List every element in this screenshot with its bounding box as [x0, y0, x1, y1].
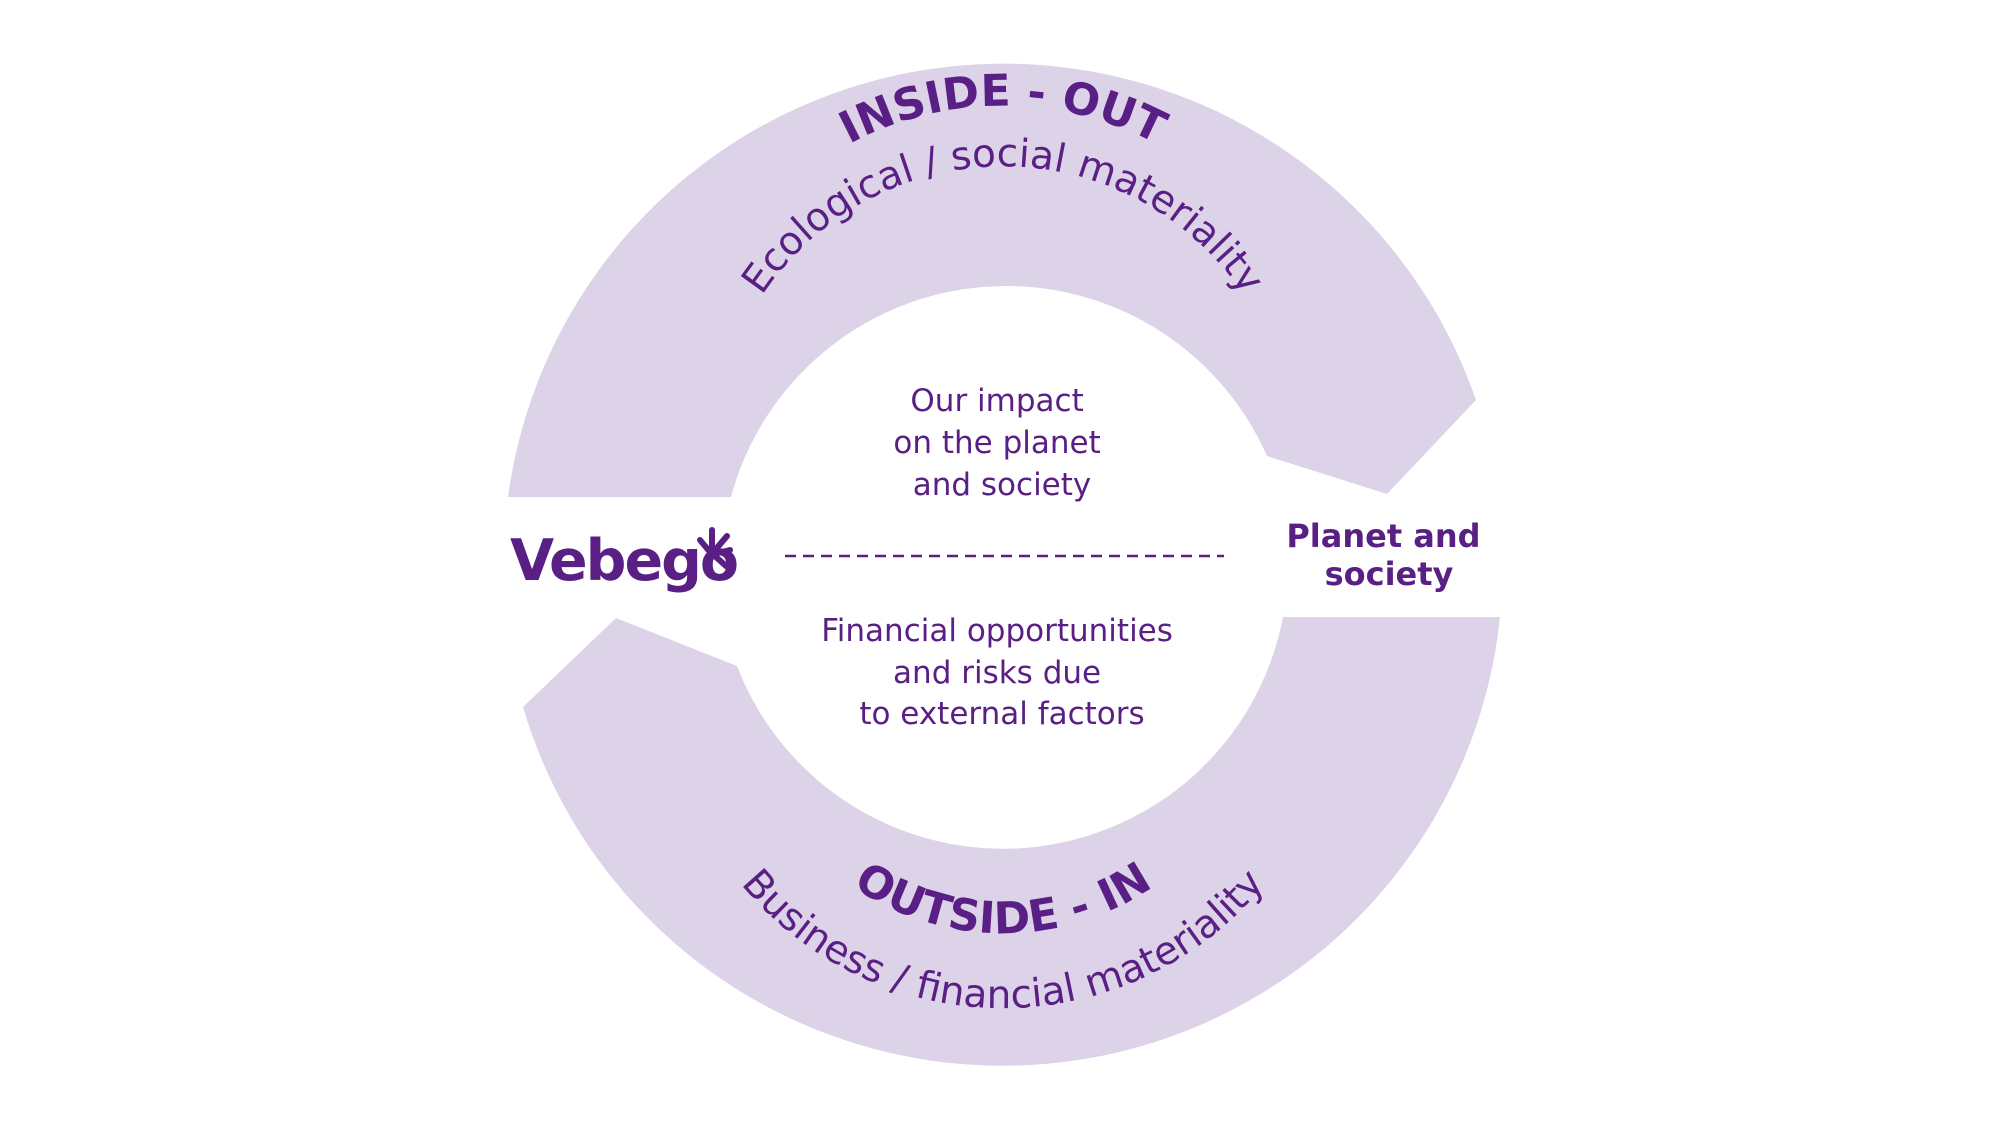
inside-out-ring-segment — [508, 63, 1476, 497]
financial-line-1: Financial opportunities — [821, 613, 1173, 649]
impact-line-2: on the planet — [893, 425, 1100, 461]
impact-text: Our impact on the planet and society — [893, 383, 1110, 503]
financial-line-3: to external factors — [859, 696, 1144, 732]
vebego-logo: Vebego — [510, 527, 739, 594]
planet-label-line-2: society — [1325, 555, 1454, 593]
sparkle-logo-icon — [697, 527, 733, 569]
vebego-logo-text: Vebego — [510, 528, 737, 594]
impact-line-1: Our impact — [910, 383, 1083, 419]
planet-label-line-1: Planet and — [1286, 517, 1480, 555]
financial-line-2: and risks due — [893, 655, 1101, 691]
financial-text: Financial opportunities and risks due to… — [821, 613, 1183, 732]
impact-line-3: and society — [913, 467, 1092, 503]
planet-and-society-label: Planet and society — [1286, 517, 1491, 593]
outside-in-ring-segment — [523, 617, 1500, 1066]
